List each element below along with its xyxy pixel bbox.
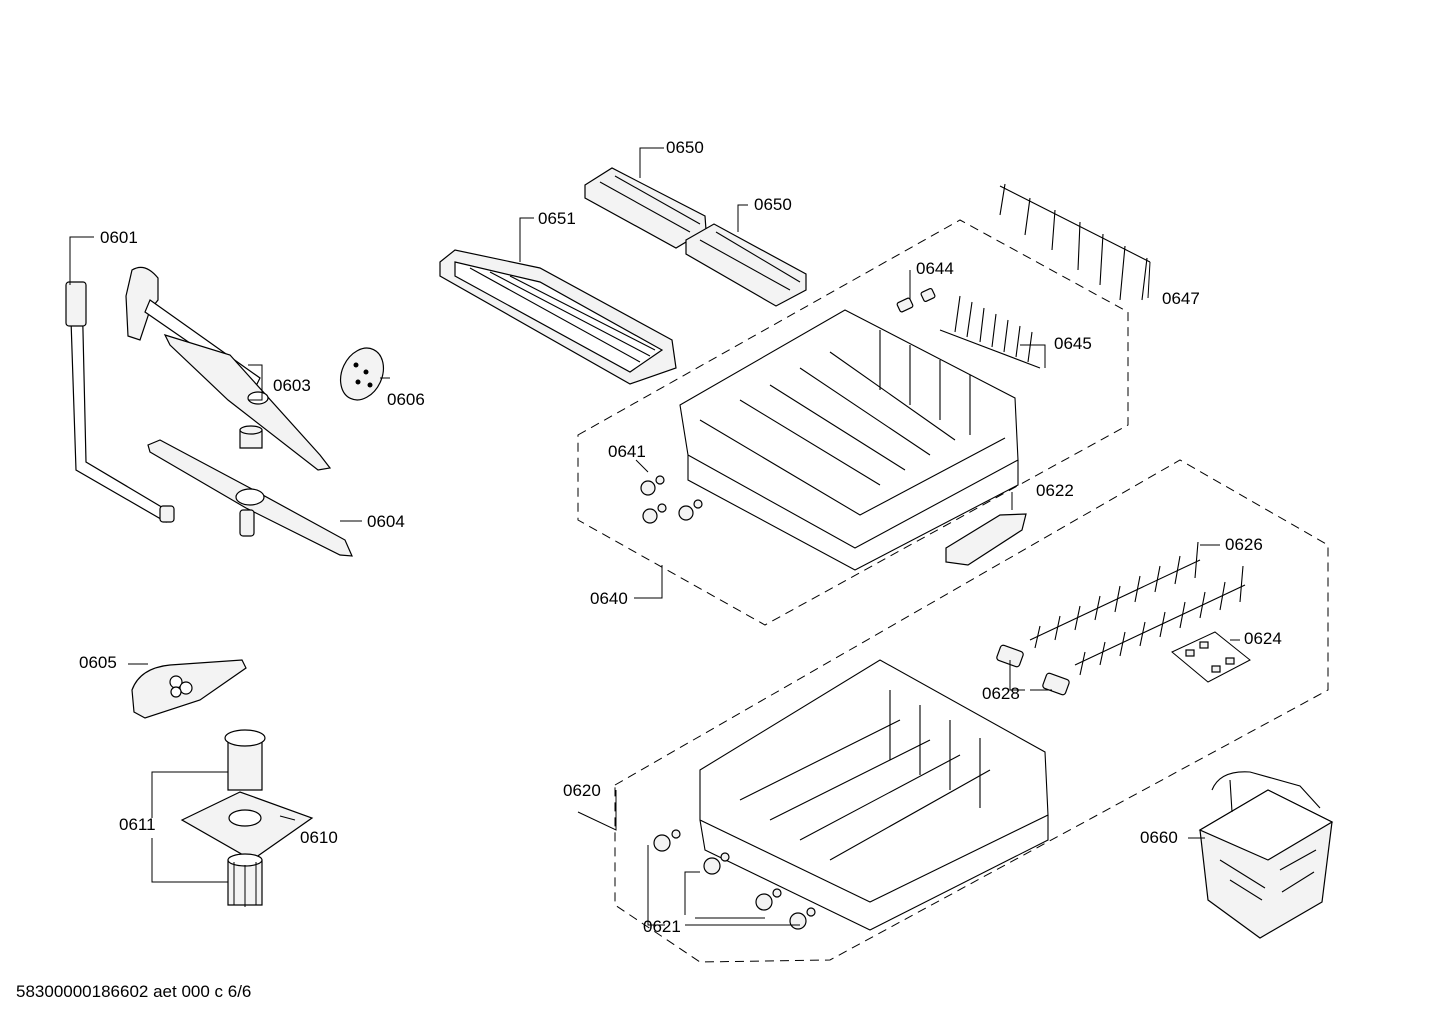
cutlery-basket-part: [1198, 771, 1334, 939]
lower-rollers-part: [653, 829, 816, 930]
lower-basket-group-outline: [614, 459, 1329, 963]
basket-holder-part: [945, 513, 1027, 566]
filter-disc-part: [339, 347, 385, 401]
upper-basket-group-outline: [577, 219, 1129, 626]
small-rack-tray-a-part: [584, 167, 707, 249]
sump-cover-part: [131, 659, 247, 719]
label-0604: 0604: [367, 512, 405, 531]
label-0651: 0651: [538, 209, 576, 228]
label-0624: 0624: [1244, 629, 1282, 648]
spray-pipe-part: [65, 281, 175, 523]
label-0621: 0621: [643, 917, 681, 936]
label-0647: 0647: [1162, 289, 1200, 308]
tine-rack-part: [999, 183, 1151, 301]
leader-lines: [69, 147, 1240, 926]
label-0650-b: 0650: [754, 195, 792, 214]
drawing-number-footer: 58300000186602 aet 000 c 6/6: [16, 982, 251, 1001]
label-0606: 0606: [387, 390, 425, 409]
label-0622: 0622: [1036, 481, 1074, 500]
label-0660: 0660: [1140, 828, 1178, 847]
label-0620: 0620: [563, 781, 601, 800]
label-0605: 0605: [79, 653, 117, 672]
upper-basket-part: [679, 309, 1019, 571]
lower-spray-arm-part: [147, 439, 353, 557]
label-0640: 0640: [590, 589, 628, 608]
clip-set-part: [1171, 631, 1251, 683]
label-0610: 0610: [300, 828, 338, 847]
label-0645: 0645: [1054, 334, 1092, 353]
label-0611: 0611: [119, 815, 156, 834]
label-0644: 0644: [916, 259, 954, 278]
label-0641: 0641: [608, 442, 646, 461]
label-0650-a: 0650: [666, 138, 704, 157]
cup-rack-part: [939, 295, 1041, 369]
label-0628: 0628: [982, 684, 1020, 703]
sump-filter-assembly-part: [180, 729, 314, 907]
tine-holder-part: [996, 644, 1070, 696]
folding-tines-part: [1029, 541, 1246, 676]
lower-basket-part: [699, 659, 1049, 931]
label-0626: 0626: [1225, 535, 1263, 554]
clip-part: [896, 287, 936, 313]
small-rack-tray-b-part: [685, 223, 807, 307]
upper-rollers-part: [640, 475, 703, 524]
cutlery-tray-part: [439, 249, 677, 385]
upper-spray-arm-part: [125, 266, 332, 471]
label-0603: 0603: [273, 376, 311, 395]
label-0601: 0601: [100, 228, 138, 247]
